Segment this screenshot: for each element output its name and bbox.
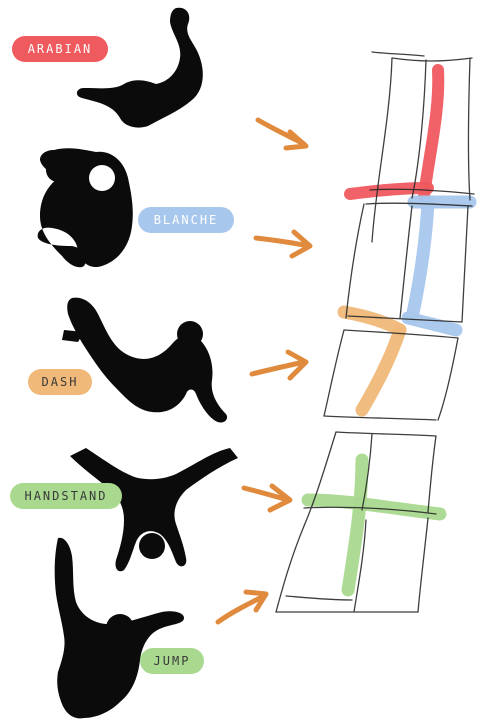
handstand-label: HANDSTAND bbox=[10, 483, 122, 509]
arrow-icon bbox=[252, 352, 306, 378]
arrow-icon bbox=[258, 120, 306, 148]
arrow-icon bbox=[218, 592, 266, 622]
dash-label: DASH bbox=[28, 369, 92, 395]
arrow-icon bbox=[256, 232, 310, 256]
blanche-figure-icon bbox=[38, 148, 133, 267]
blanche-label: BLANCHE bbox=[138, 207, 234, 233]
arabian-label: ARABIAN bbox=[12, 36, 108, 62]
dash-figure-icon bbox=[62, 298, 227, 423]
grid-sketch-icon bbox=[276, 52, 474, 612]
jump-label: JUMP bbox=[140, 648, 204, 674]
handstand-figure-icon bbox=[70, 448, 238, 571]
arrow-icon bbox=[244, 486, 290, 510]
arabian-figure-icon bbox=[77, 8, 203, 128]
